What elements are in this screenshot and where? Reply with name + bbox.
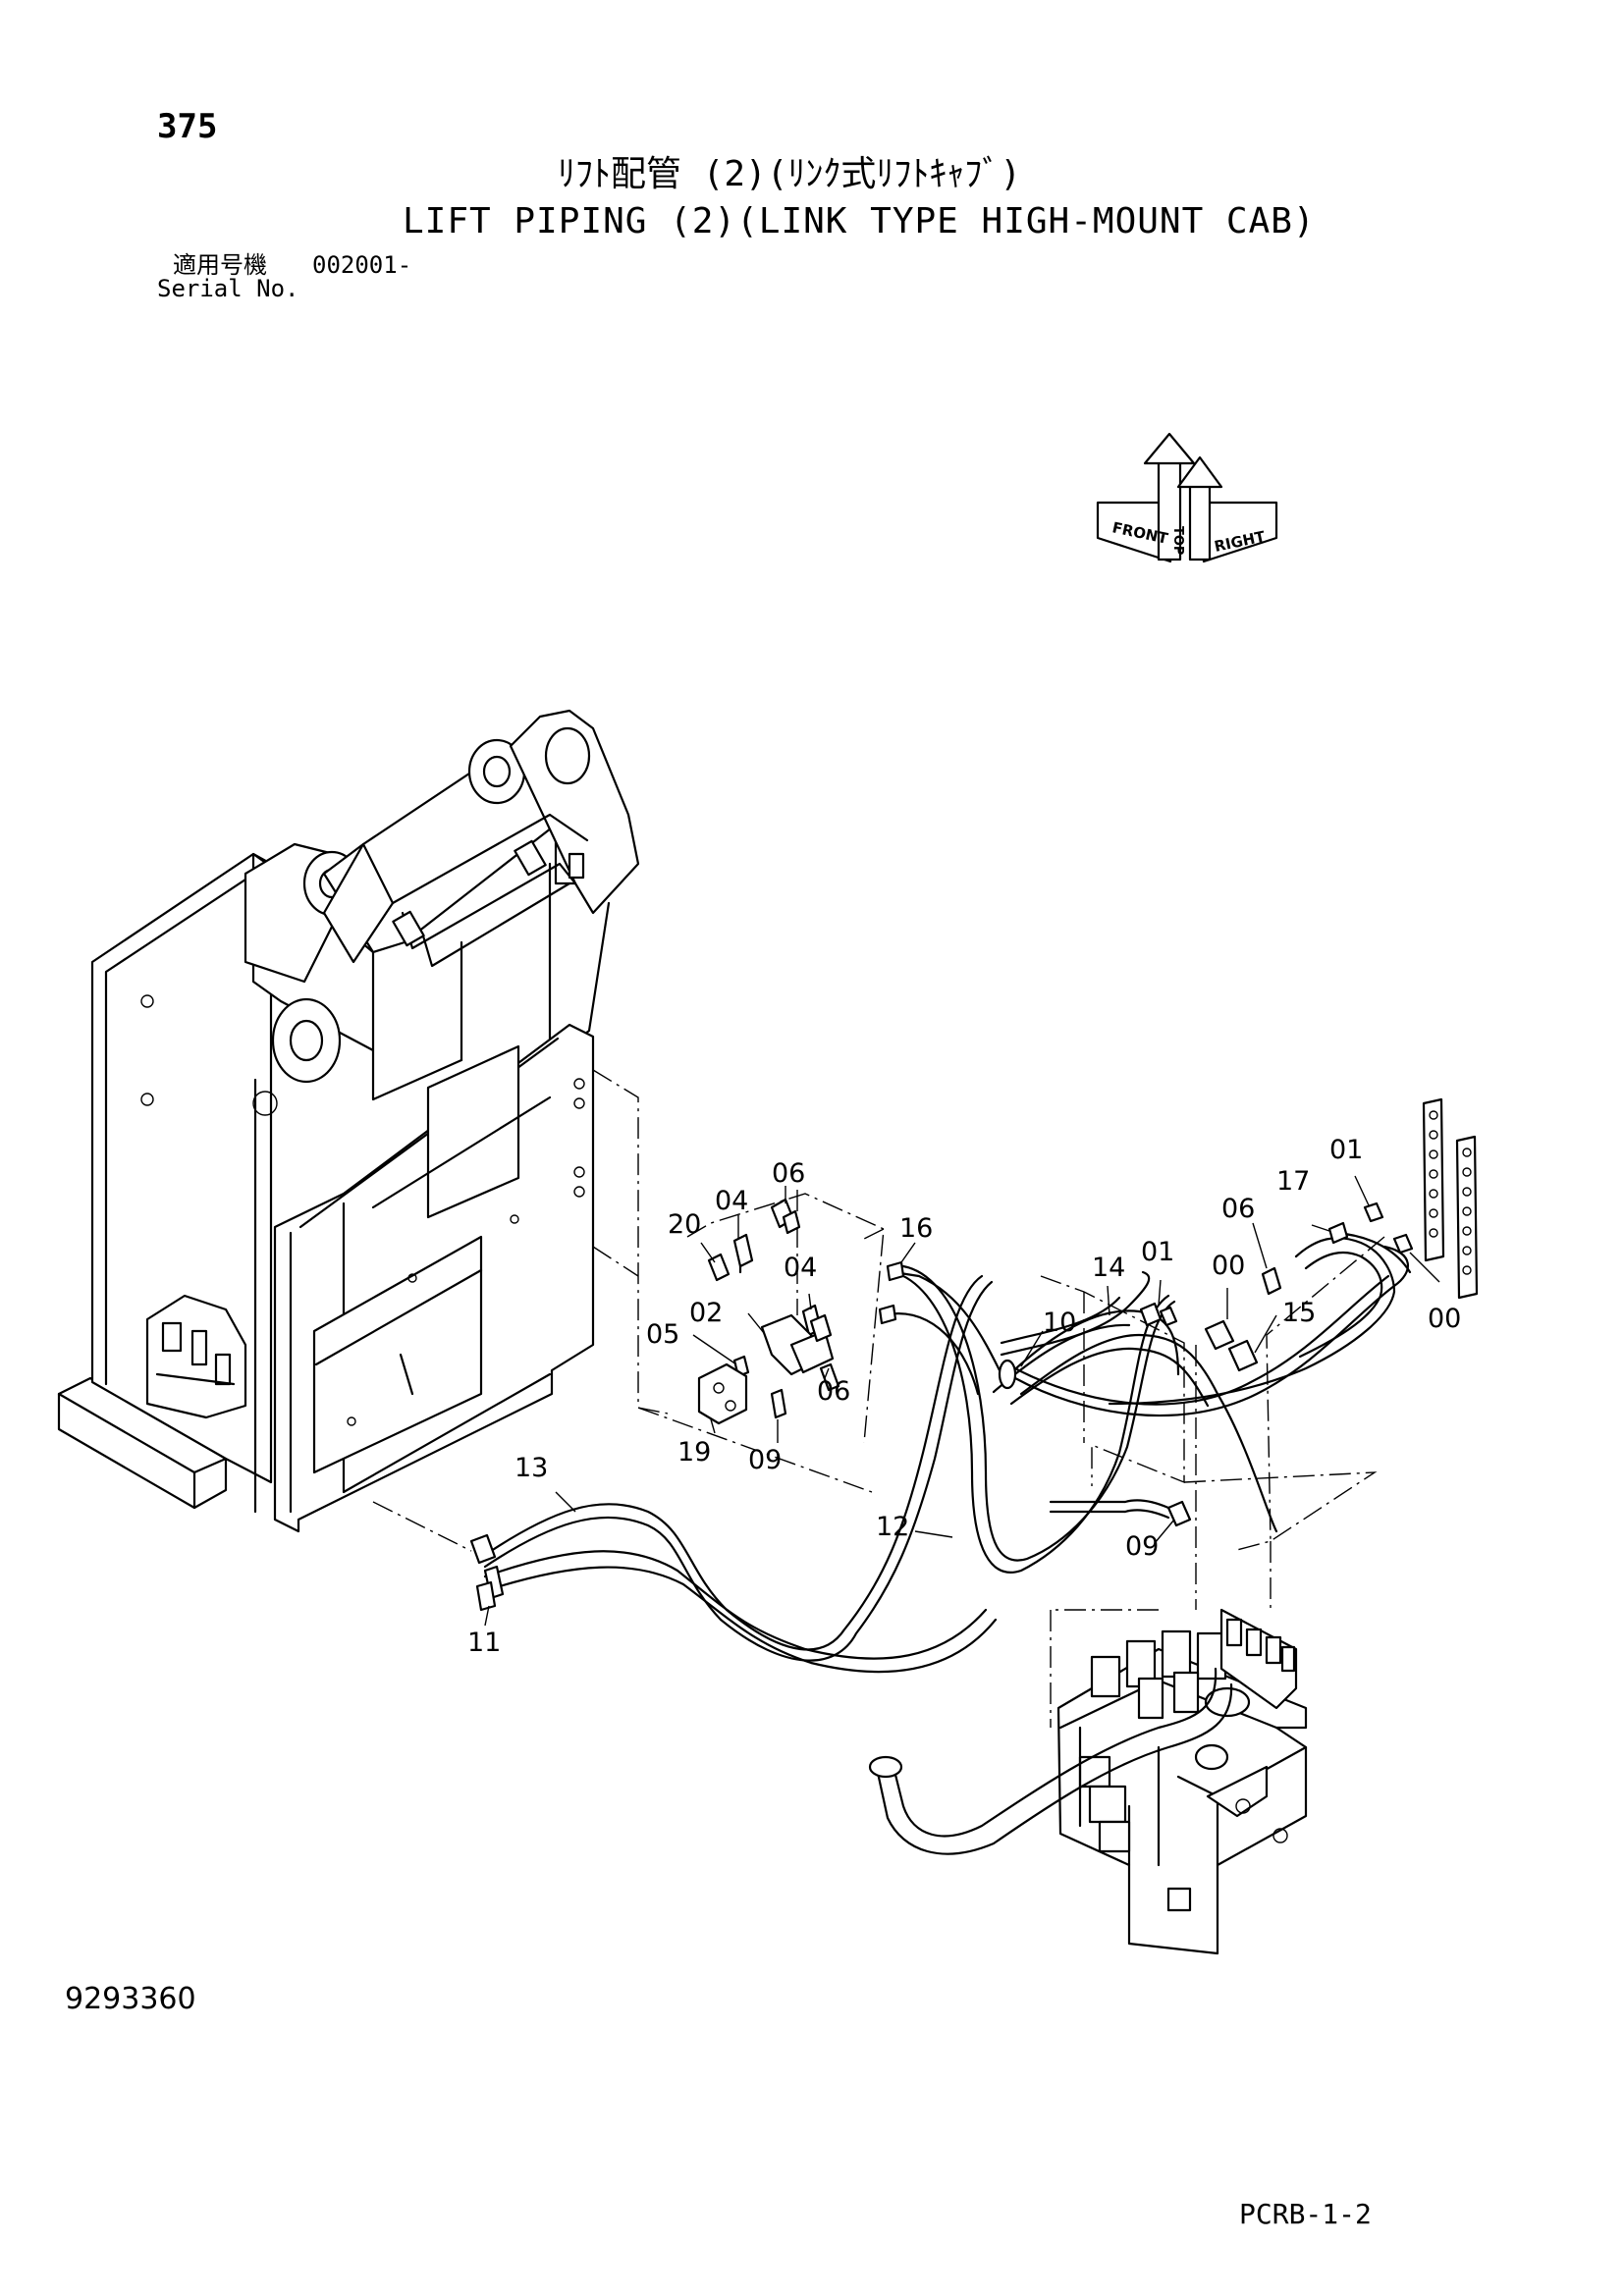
control-valve-assembly — [868, 1608, 1308, 1955]
callout-04-upper: 04 — [715, 1186, 748, 1216]
callout-12: 12 — [876, 1512, 909, 1542]
callout-20: 20 — [668, 1209, 701, 1240]
orientation-indicator: TOP FRONT RIGHT — [1096, 432, 1278, 563]
callout-19: 19 — [677, 1437, 711, 1468]
callout-06-right: 06 — [1221, 1194, 1255, 1224]
callout-leaders — [484, 1175, 1440, 1627]
serial-label-english: Serial No. — [157, 275, 299, 302]
callout-04-lower: 04 — [784, 1253, 817, 1283]
title-english: LIFT PIPING (2)(LINK TYPE HIGH-MOUNT CAB… — [403, 201, 1316, 241]
page-number: 375 — [157, 107, 218, 146]
fittings — [469, 1097, 1479, 1612]
callout-06-top: 06 — [772, 1158, 805, 1189]
callout-00-middle: 00 — [1212, 1251, 1245, 1281]
callout-labels: 06 04 20 16 04 02 05 06 19 09 13 11 12 1… — [467, 1135, 1461, 1658]
callout-14: 14 — [1092, 1253, 1125, 1283]
callout-16: 16 — [899, 1213, 933, 1244]
title-japanese: ﾘﾌﾄ配管 (2)(ﾘﾝｸ式ﾘﾌﾄｷｬﾌﾞ) — [558, 154, 1022, 194]
callout-17: 17 — [1276, 1166, 1310, 1197]
page-code: PCRB-1-2 — [1239, 2198, 1372, 2230]
callout-05: 05 — [646, 1319, 679, 1350]
callout-01-right: 01 — [1329, 1135, 1363, 1165]
callout-10: 10 — [1043, 1308, 1076, 1338]
assembly-guide-lines — [372, 1069, 1385, 1728]
cab-frame-structure — [57, 709, 640, 1533]
callout-01-middle: 01 — [1141, 1237, 1174, 1267]
orientation-top-label: TOP — [1170, 526, 1185, 555]
callout-09-left: 09 — [748, 1445, 782, 1475]
callout-06-lower: 06 — [817, 1376, 850, 1407]
serial-label-japanese: 適用号機 — [173, 251, 267, 279]
callout-09-right: 09 — [1125, 1531, 1159, 1562]
callout-13: 13 — [514, 1453, 548, 1483]
document-number: 9293360 — [65, 1982, 196, 2016]
hydraulic-hoses — [483, 1231, 1412, 1674]
callout-11: 11 — [467, 1628, 501, 1658]
callout-15: 15 — [1282, 1298, 1316, 1328]
callout-00-right: 00 — [1428, 1304, 1461, 1334]
callout-02: 02 — [689, 1298, 723, 1328]
serial-number-value: 002001- — [312, 251, 412, 279]
